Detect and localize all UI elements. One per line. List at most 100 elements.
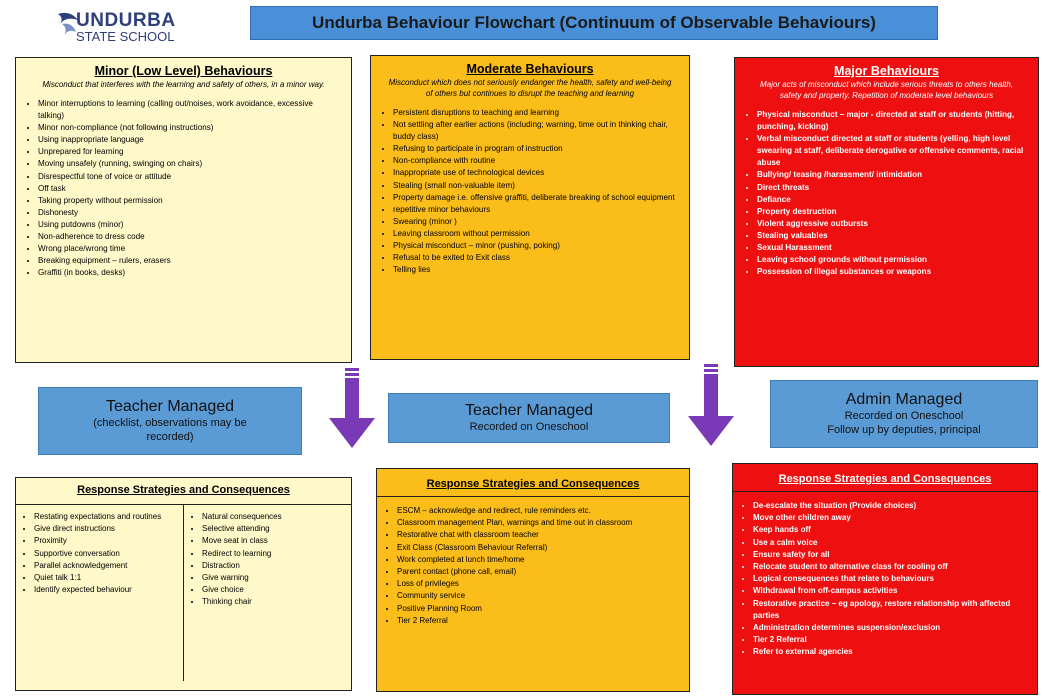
moderate-behaviours-panel: Moderate Behaviours Misconduct which doe… <box>370 55 690 360</box>
list-item: Possession of illegal substances or weap… <box>757 266 1028 278</box>
list-item: Persistent disruptions to teaching and l… <box>393 107 679 119</box>
list-item: Dishonesty <box>38 207 341 219</box>
list-item: Move seat in class <box>202 535 347 547</box>
list-item: Sexual Harassment <box>757 242 1028 254</box>
list-item: Distraction <box>202 560 347 572</box>
list-item: Parent contact (phone call, email) <box>397 566 679 578</box>
down-arrow-icon <box>688 364 734 446</box>
list-item: Ensure safety for all <box>753 549 1027 561</box>
response-list: De-escalate the situation (Provide choic… <box>743 500 1027 659</box>
list-item: ESCM – acknowledge and redirect, rule re… <box>397 505 679 517</box>
list-item: Redirect to learning <box>202 548 347 560</box>
response-list: ESCM – acknowledge and redirect, rule re… <box>387 505 679 627</box>
list-item: Taking property without permission <box>38 195 341 207</box>
list-item: Administration determines suspension/exc… <box>753 622 1027 634</box>
list-item: Direct threats <box>757 182 1028 194</box>
list-item: Quiet talk 1:1 <box>34 572 179 584</box>
list-item: Off task <box>38 183 341 195</box>
list-item: Thinking chair <box>202 596 347 608</box>
list-item: Tier 2 Referral <box>397 615 679 627</box>
response-column-2: Natural consequencesSelective attendingM… <box>183 505 351 681</box>
list-item: Unprepared for learning <box>38 146 341 158</box>
logo-subtitle: STATE SCHOOL <box>76 29 175 44</box>
managed-title: Teacher Managed <box>105 398 235 415</box>
list-item: Stealing valuables <box>757 230 1028 242</box>
teacher-managed-box-moderate: Teacher Managed Recorded on Oneschool <box>388 393 670 443</box>
list-item: Defiance <box>757 194 1028 206</box>
swoosh-logo-icon <box>58 12 78 36</box>
list-item: Moving unsafely (running, swinging on ch… <box>38 158 341 170</box>
list-item: Graffiti (in books, desks) <box>38 267 341 279</box>
list-item: Leaving classroom without permission <box>393 228 679 240</box>
list-item: Non-adherence to dress code <box>38 231 341 243</box>
list-item: Using putdowns (minor) <box>38 219 341 231</box>
minor-title: Minor (Low Level) Behaviours <box>94 64 273 78</box>
down-arrow-icon <box>329 368 375 448</box>
list-item: Community service <box>397 590 679 602</box>
response-title: Response Strategies and Consequences <box>77 484 290 496</box>
list-item: Bullying/ teasing /harassment/ intimidat… <box>757 169 1028 181</box>
managed-title: Admin Managed <box>845 391 963 408</box>
list-item: Move other children away <box>753 512 1027 524</box>
list-item: Property destruction <box>757 206 1028 218</box>
list-item: Proximity <box>34 535 179 547</box>
list-item: Property damage i.e. offensive graffiti,… <box>393 192 679 204</box>
list-item: Use a calm voice <box>753 537 1027 549</box>
list-item: Withdrawal from off-campus activities <box>753 585 1027 597</box>
list-item: Telling lies <box>393 264 679 276</box>
list-item: Loss of privileges <box>397 578 679 590</box>
list-item: Violent aggressive outbursts <box>757 218 1028 230</box>
list-item: Wrong place/wrong time <box>38 243 341 255</box>
list-item: Classroom management Plan, warnings and … <box>397 517 679 529</box>
response-title: Response Strategies and Consequences <box>377 478 689 497</box>
major-behaviours-panel: Major Behaviours Major acts of misconduc… <box>734 57 1039 367</box>
moderate-title: Moderate Behaviours <box>466 62 594 76</box>
list-item: repetitive minor behaviours <box>393 204 679 216</box>
list-item: Not settling after earlier actions (incl… <box>393 119 679 143</box>
managed-subtitle-1: Recorded on Oneschool <box>844 410 964 422</box>
list-item: Give direct instructions <box>34 523 179 535</box>
list-item: Disrespectful tone of voice or attitude <box>38 171 341 183</box>
list-item: Parallel acknowledgement <box>34 560 179 572</box>
major-title: Major Behaviours <box>834 64 939 78</box>
moderate-description: Misconduct which does not seriously enda… <box>388 78 672 98</box>
admin-managed-box: Admin Managed Recorded on Oneschool Foll… <box>770 380 1038 448</box>
list-item: Stealing (small non-valuable item) <box>393 180 679 192</box>
managed-subtitle: Recorded on Oneschool <box>469 421 589 433</box>
list-item: De-escalate the situation (Provide choic… <box>753 500 1027 512</box>
minor-list: Minor interruptions to learning (calling… <box>26 98 341 279</box>
managed-title: Teacher Managed <box>464 402 594 419</box>
list-item: Natural consequences <box>202 511 347 523</box>
list-item: Non-compliance with routine <box>393 155 679 167</box>
list-item: Positive Planning Room <box>397 603 679 615</box>
response-panel-major: Response Strategies and Consequences De-… <box>732 463 1038 695</box>
list-item: Leaving school grounds without permissio… <box>757 254 1028 266</box>
list-item: Refer to external agencies <box>753 646 1027 658</box>
response-title: Response Strategies and Consequences <box>733 473 1037 492</box>
list-item: Physical misconduct – minor (pushing, po… <box>393 240 679 252</box>
list-item: Identify expected behaviour <box>34 584 179 596</box>
list-item: Relocate student to alternative class fo… <box>753 561 1027 573</box>
list-item: Restating expectations and routines <box>34 511 179 523</box>
response-panel-minor: Response Strategies and Consequences Res… <box>15 477 352 691</box>
list-item: Work completed at lunch time/home <box>397 554 679 566</box>
list-item: Using inappropriate language <box>38 134 341 146</box>
list-item: Tier 2 Referral <box>753 634 1027 646</box>
list-item: Minor non-compliance (not following inst… <box>38 122 341 134</box>
list-item: Verbal misconduct directed at staff or s… <box>757 133 1028 169</box>
list-item: Logical consequences that relate to beha… <box>753 573 1027 585</box>
response-columns: Restating expectations and routinesGive … <box>16 504 351 681</box>
response-panel-moderate: Response Strategies and Consequences ESC… <box>376 468 690 692</box>
minor-description: Misconduct that interferes with the lear… <box>42 80 325 89</box>
list-item: Breaking equipment – rulers, erasers <box>38 255 341 267</box>
list-item: Restorative practice – eg apology, resto… <box>753 598 1027 622</box>
list-item: Keep hands off <box>753 524 1027 536</box>
list-item: Refusing to participate in program of in… <box>393 143 679 155</box>
list-item: Physical misconduct – major - directed a… <box>757 109 1028 133</box>
minor-behaviours-panel: Minor (Low Level) Behaviours Misconduct … <box>15 57 352 363</box>
list-item: Refusal to be exited to Exit class <box>393 252 679 264</box>
school-logo: UNDURBA STATE SCHOOL <box>56 8 196 46</box>
response-column-1: Restating expectations and routinesGive … <box>16 505 183 681</box>
teacher-managed-box-minor: Teacher Managed (checklist, observations… <box>38 387 302 455</box>
managed-subtitle: (checklist, observations may be recorded… <box>93 417 247 443</box>
